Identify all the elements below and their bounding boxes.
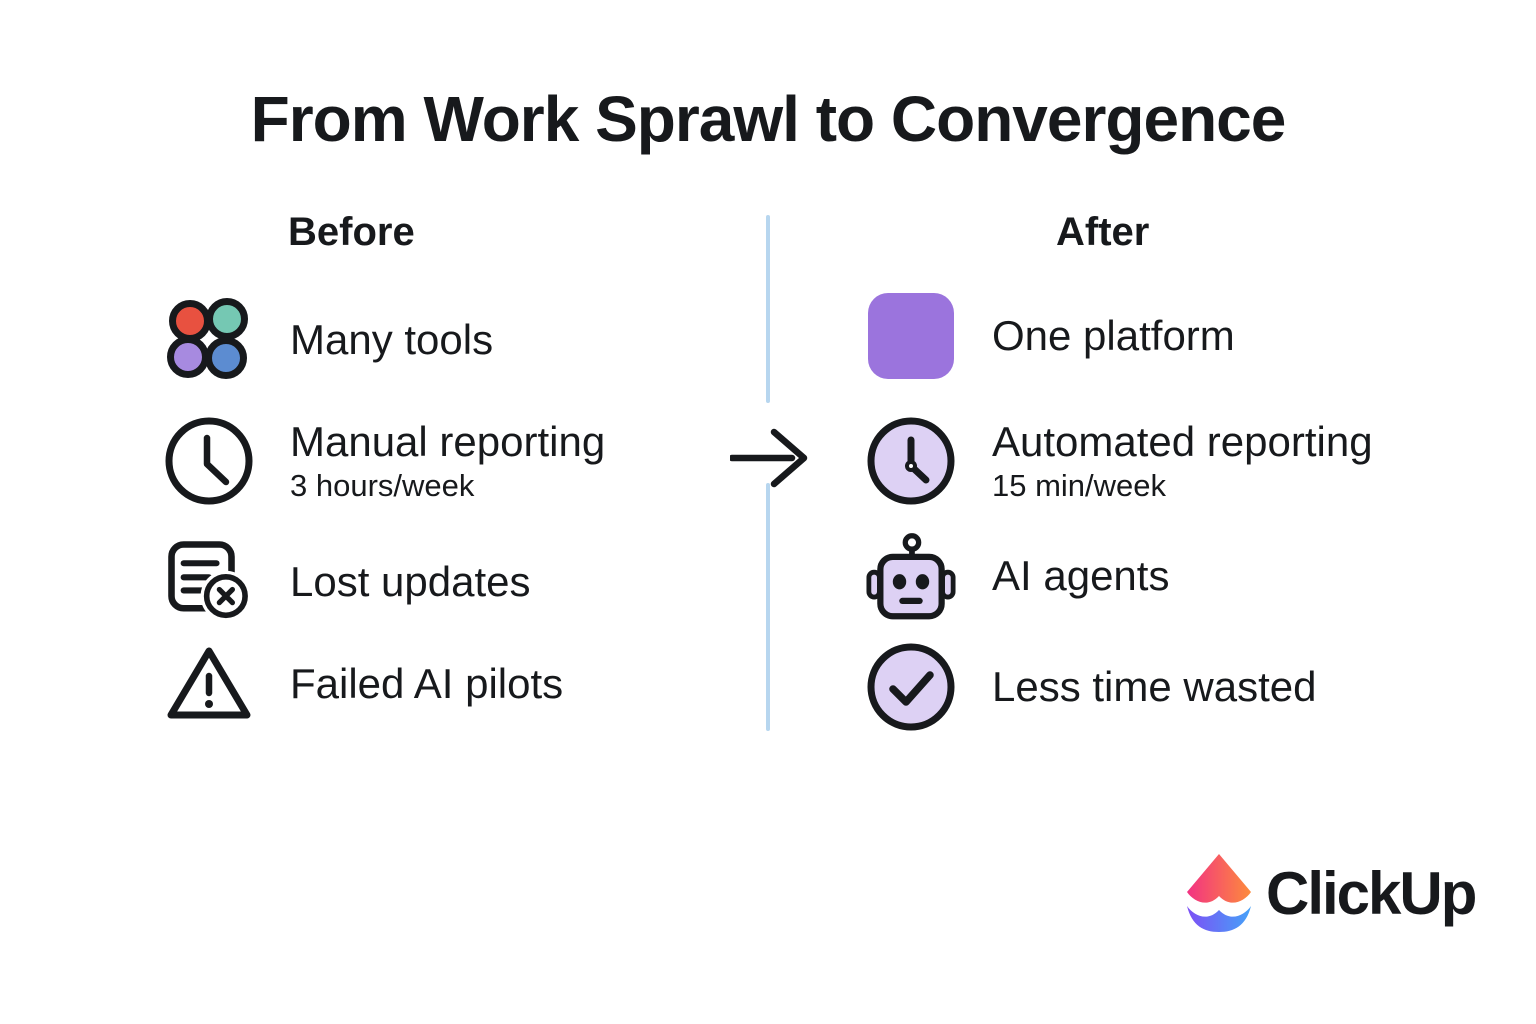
- platform-square-icon: [868, 293, 954, 379]
- after-item-automated-reporting: Automated reporting 15 min/week: [866, 415, 1373, 507]
- robot-icon: [866, 533, 956, 620]
- clock-icon: [165, 417, 253, 505]
- item-label: Automated reporting: [992, 417, 1373, 465]
- clock-icon: [867, 417, 955, 505]
- after-item-one-platform: One platform: [866, 290, 1235, 382]
- warning-triangle-icon: [167, 647, 251, 719]
- column-divider-bottom: [766, 483, 770, 731]
- before-item-many-tools: Many tools: [164, 294, 493, 386]
- clickup-logo: ClickUp: [1184, 850, 1477, 936]
- check-circle-icon: [867, 643, 955, 731]
- item-label: Less time wasted: [992, 662, 1317, 710]
- many-tools-icon: [167, 298, 248, 379]
- before-item-failed-ai-pilots: Failed AI pilots: [164, 638, 563, 730]
- lost-updates-icon: [168, 541, 252, 622]
- item-sublabel: 3 hours/week: [290, 467, 475, 503]
- after-item-less-time-wasted: Less time wasted: [866, 641, 1316, 733]
- item-label: AI agents: [992, 551, 1170, 599]
- item-label: Manual reporting: [290, 417, 606, 465]
- clickup-wordmark: ClickUp: [1266, 859, 1477, 927]
- item-sublabel: 15 min/week: [992, 467, 1167, 503]
- page-title: From Work Sprawl to Convergence: [250, 83, 1287, 155]
- before-item-manual-reporting: Manual reporting 3 hours/week: [164, 415, 605, 507]
- before-item-lost-updates: Lost updates: [164, 536, 531, 628]
- clickup-logo-icon: [1187, 854, 1251, 932]
- after-column-header: After: [1056, 210, 1150, 254]
- item-label: Many tools: [290, 315, 494, 363]
- after-item-ai-agents: AI agents: [866, 530, 1169, 622]
- before-column-header: Before: [288, 210, 415, 254]
- column-divider-top: [766, 215, 770, 403]
- item-label: Failed AI pilots: [290, 659, 564, 707]
- item-label: One platform: [992, 311, 1235, 359]
- right-arrow-icon: [730, 428, 808, 488]
- item-label: Lost updates: [290, 557, 531, 605]
